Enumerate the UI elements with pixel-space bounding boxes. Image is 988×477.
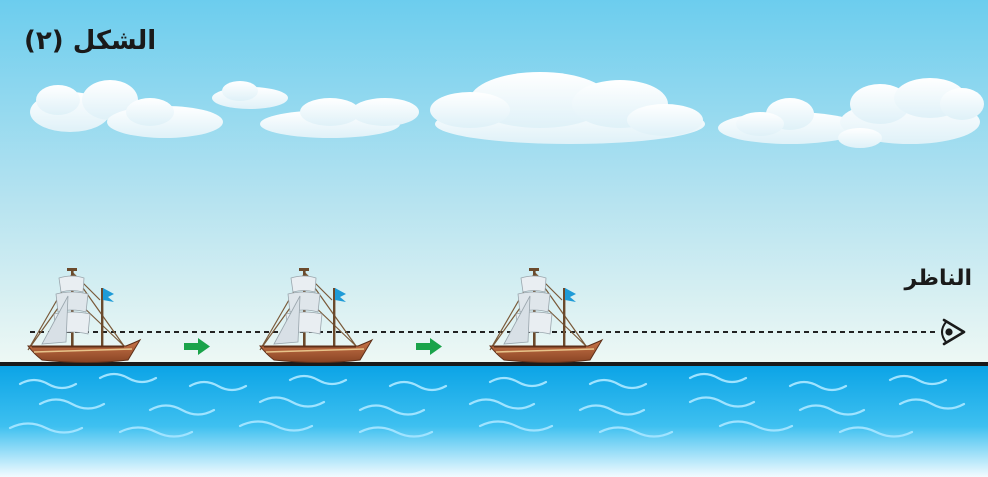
waves — [8, 372, 966, 438]
observer-label: الناظر — [904, 266, 972, 291]
clouds — [30, 72, 984, 148]
sea — [0, 364, 988, 477]
cloud-5 — [718, 98, 862, 144]
eye-icon — [941, 318, 966, 346]
cloud-1 — [30, 80, 223, 138]
cloud-3 — [260, 98, 419, 138]
sky — [0, 0, 988, 364]
cloud-6 — [838, 78, 984, 148]
horizon-line — [0, 362, 988, 366]
motion-arrow-1 — [184, 338, 210, 355]
cloud-4 — [430, 72, 705, 144]
cloud-2 — [212, 81, 288, 109]
motion-arrow-2 — [416, 338, 442, 355]
figure-title: الشكل (٢) — [24, 26, 157, 56]
